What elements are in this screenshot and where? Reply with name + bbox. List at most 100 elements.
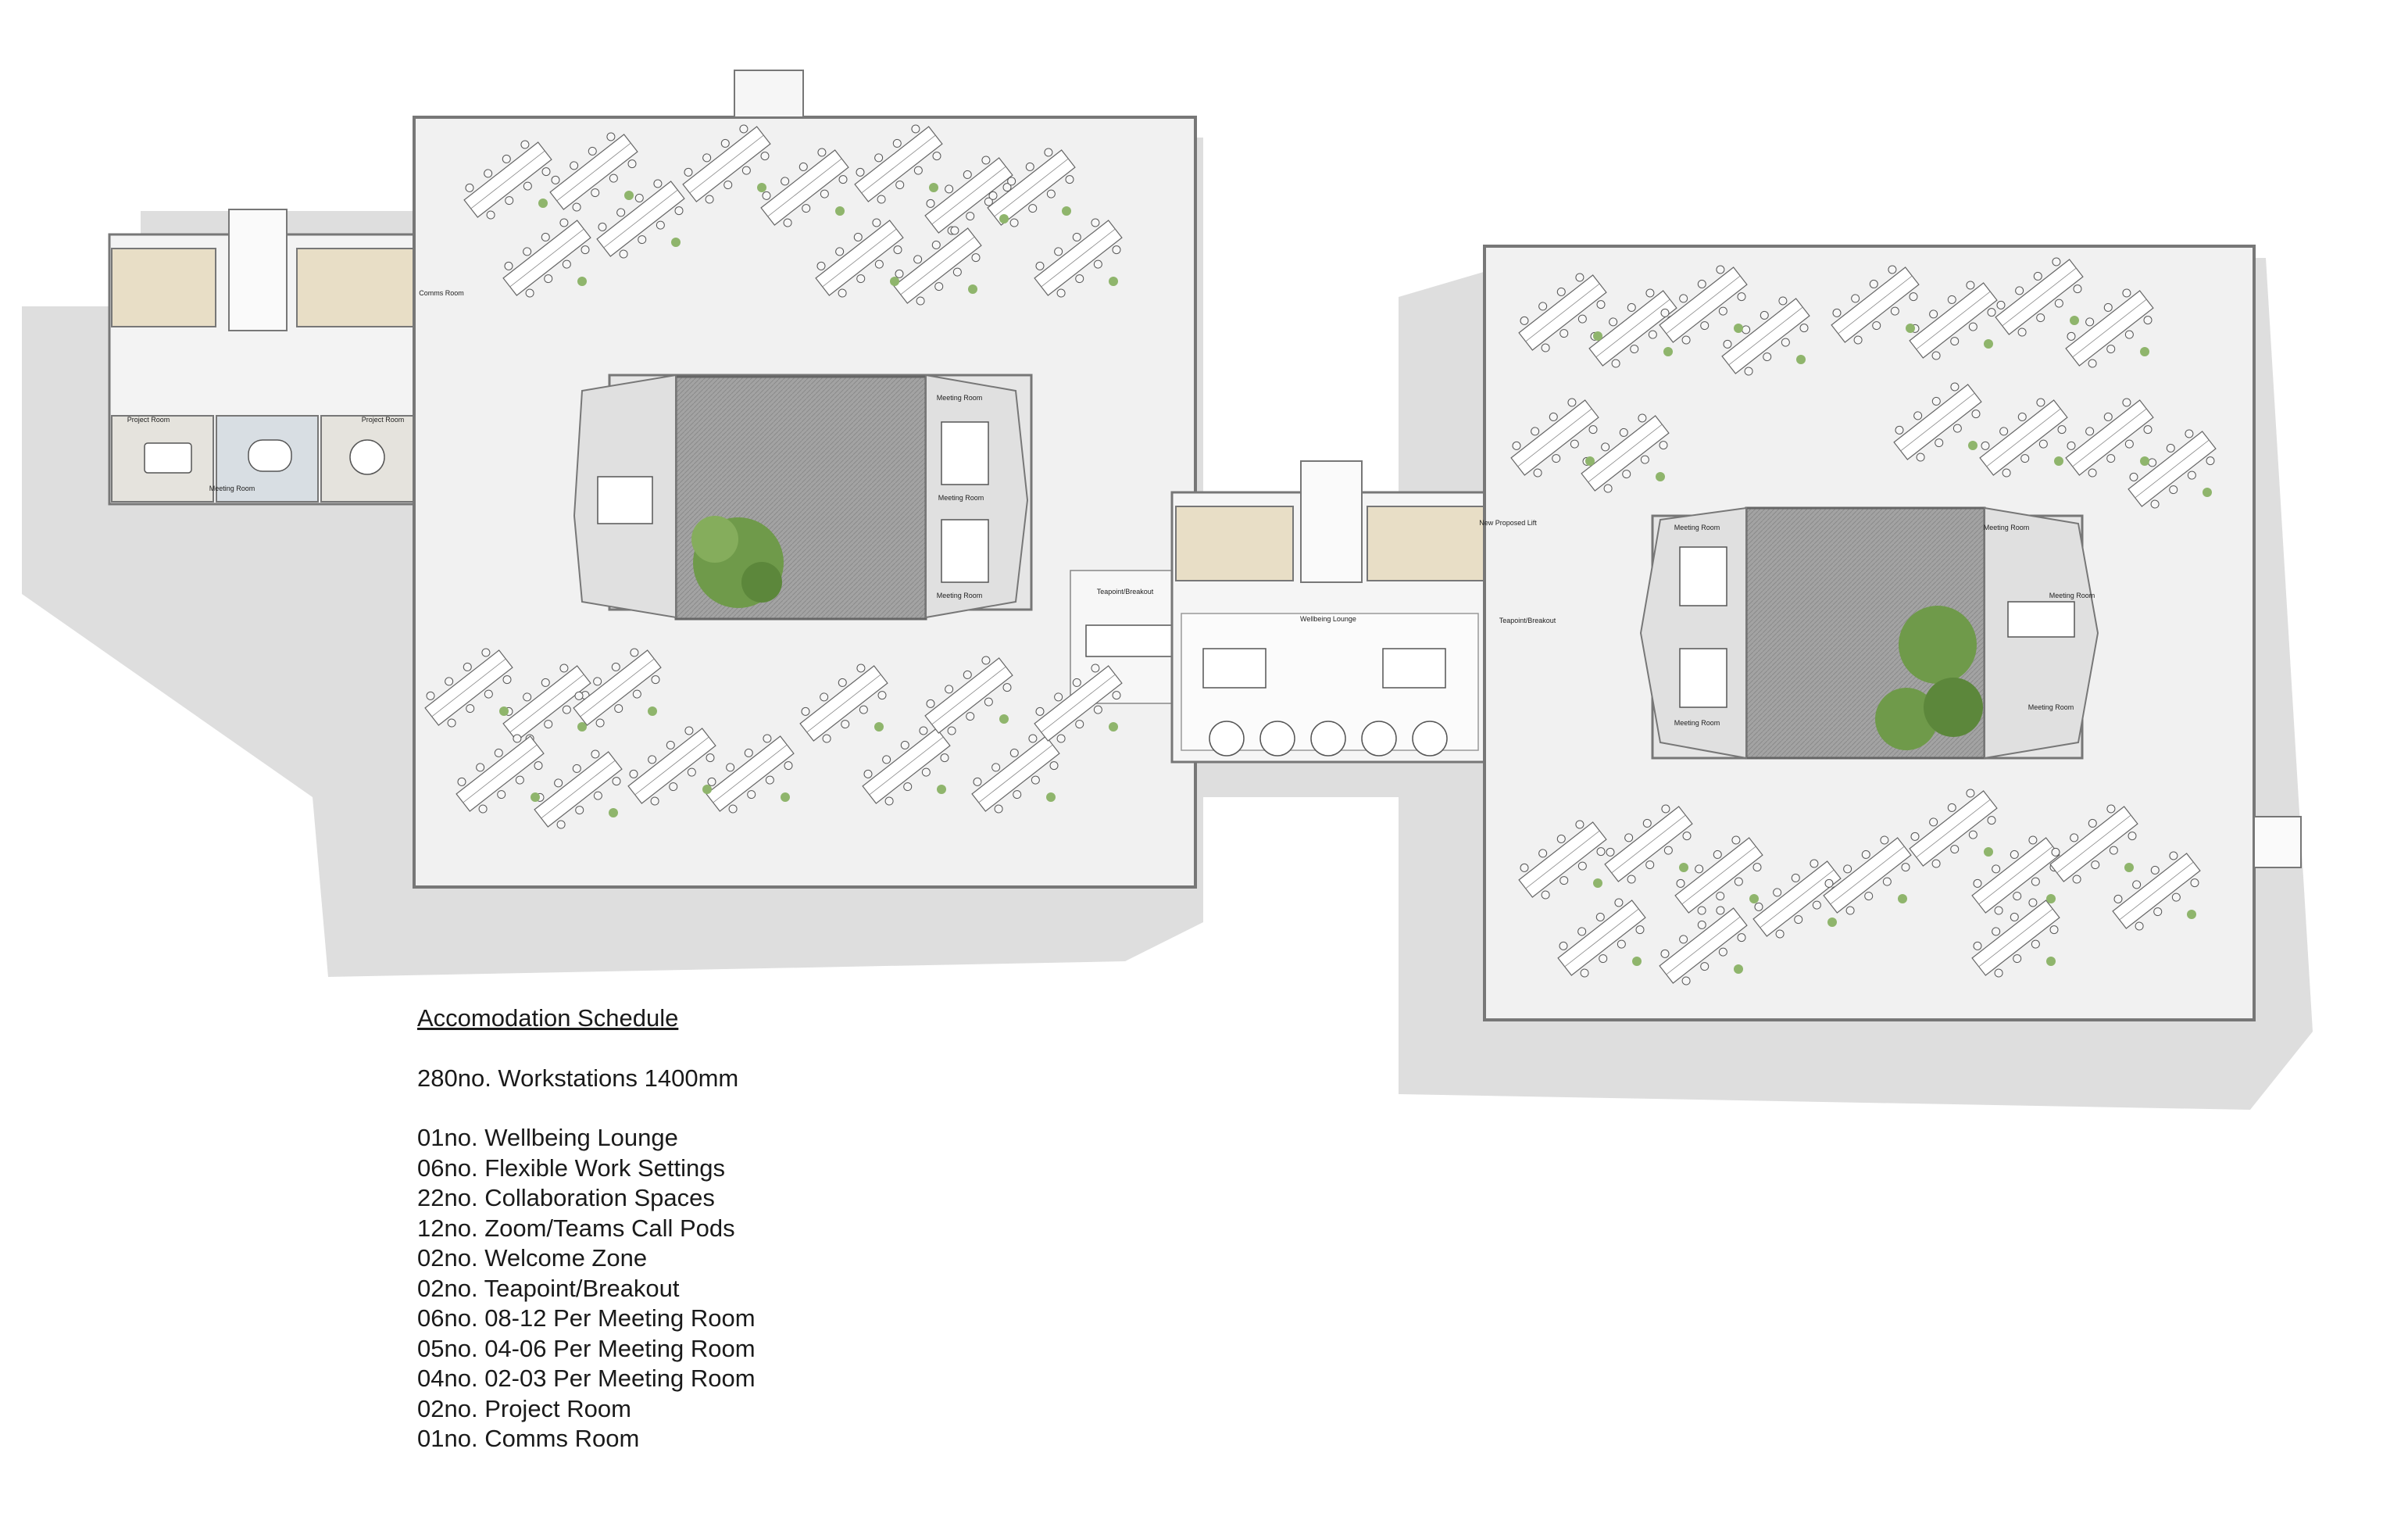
- wc-block-right: [296, 248, 415, 327]
- desk-cluster: [1518, 273, 1607, 352]
- planter: [2203, 488, 2212, 497]
- stair-core-link: [1300, 460, 1363, 583]
- meeting-table: [941, 519, 989, 583]
- desk-cluster: [502, 218, 591, 298]
- planter: [1898, 894, 1907, 903]
- label-wellbeing-lounge: Wellbeing Lounge: [1300, 615, 1356, 623]
- planter: [1827, 918, 1837, 927]
- desk-cluster: [2065, 288, 2154, 368]
- round-table: [349, 439, 385, 475]
- meeting-table: [597, 476, 653, 524]
- desk-cluster: [424, 648, 513, 728]
- link-building: [1170, 460, 1524, 764]
- desk-cluster: [2112, 851, 2201, 931]
- desk-cluster: [627, 726, 716, 806]
- planter: [671, 238, 681, 247]
- planter: [1109, 277, 1118, 286]
- desk-cluster: [1995, 257, 2084, 337]
- desk-cluster: [456, 734, 545, 814]
- planter: [1984, 847, 1993, 857]
- label-teapoint-left: Teapoint/Breakout: [1097, 588, 1154, 596]
- desk-cluster: [854, 124, 943, 204]
- desk-cluster: [799, 664, 888, 743]
- planter: [1734, 324, 1743, 333]
- planter: [968, 284, 977, 294]
- label-meeting-room-g: Meeting Room: [2028, 703, 2074, 711]
- schedule-item: 02no. Project Room: [417, 1394, 631, 1422]
- lounge-seat: [1361, 721, 1397, 757]
- planter: [624, 191, 634, 200]
- planter: [702, 785, 712, 794]
- desk-cluster: [1909, 789, 1998, 868]
- desk-cluster: [1823, 835, 1912, 915]
- desk-cluster: [1659, 906, 1748, 985]
- courtyard-tree: [691, 516, 738, 563]
- planter: [609, 808, 618, 817]
- lounge-sofa: [1202, 648, 1267, 689]
- meeting-table: [1679, 648, 1727, 708]
- planter: [1632, 957, 1642, 966]
- desk-cluster: [1831, 265, 1920, 345]
- conference-table: [144, 442, 192, 474]
- planter: [1796, 355, 1806, 364]
- main-block-east: [1483, 245, 2302, 1021]
- planter: [1585, 456, 1595, 466]
- desk-cluster: [924, 156, 1013, 235]
- label-meeting-room-d: Meeting Room: [1674, 719, 1720, 727]
- planter: [999, 214, 1009, 224]
- desk-cluster: [1557, 898, 1646, 978]
- desk-cluster: [1979, 398, 2068, 478]
- planter: [1046, 792, 1056, 802]
- desk-cluster: [1659, 265, 1748, 345]
- desk-cluster: [815, 218, 904, 298]
- desk-cluster: [1721, 296, 1810, 376]
- planter: [538, 199, 548, 208]
- planter: [874, 722, 884, 732]
- planter: [937, 785, 946, 794]
- courtyard-tree: [1899, 606, 1977, 684]
- planter: [2054, 456, 2063, 466]
- label-meeting-room-a: Meeting Room: [937, 394, 983, 402]
- planter: [2140, 347, 2149, 356]
- desk-cluster: [534, 749, 623, 829]
- desk-cluster: [2128, 429, 2217, 509]
- planter: [1593, 878, 1602, 888]
- label-project-room-right: Project Room: [362, 416, 405, 424]
- desk-cluster: [1674, 835, 1763, 915]
- planter: [2124, 863, 2134, 872]
- planter: [1968, 441, 1977, 450]
- lounge-seat: [1412, 721, 1448, 757]
- label-new-lift: New Proposed Lift: [1479, 519, 1537, 527]
- planter: [2046, 957, 2056, 966]
- planter: [2140, 456, 2149, 466]
- desk-cluster: [502, 664, 591, 743]
- planter: [1656, 472, 1665, 481]
- desk-cluster: [596, 179, 685, 259]
- label-meeting-room-e: Meeting Room: [1984, 524, 2030, 531]
- schedule-workstations: 280no. Workstations 1400mm: [417, 1064, 739, 1092]
- label-teapoint-right: Teapoint/Breakout: [1499, 617, 1556, 624]
- desk-cluster: [682, 124, 771, 204]
- desk-cluster: [1971, 898, 2060, 978]
- desk-cluster: [987, 148, 1076, 227]
- label-meeting-room-small: Meeting Room: [209, 485, 255, 492]
- desk-cluster: [893, 226, 982, 306]
- planter: [2046, 894, 2056, 903]
- workstation-clusters: [424, 124, 2217, 985]
- desk-cluster: [1604, 804, 1693, 884]
- desk-cluster: [1893, 382, 1982, 462]
- schedule-item: 05no. 04-06 Per Meeting Room: [417, 1334, 756, 1362]
- courtyard-tree: [1875, 688, 1938, 750]
- planter: [2187, 910, 2196, 919]
- desk-cluster: [1034, 218, 1123, 298]
- planter: [999, 714, 1009, 724]
- schedule-item: 04no. 02-03 Per Meeting Room: [417, 1365, 756, 1392]
- conference-table: [248, 439, 292, 472]
- planter: [1109, 722, 1118, 732]
- label-meeting-room-h: Meeting Room: [938, 494, 984, 502]
- main-block-west: [413, 70, 1197, 889]
- breakout-table: [1085, 624, 1173, 657]
- planter: [577, 277, 587, 286]
- label-project-room-left: Project Room: [127, 416, 170, 424]
- planter: [1663, 347, 1673, 356]
